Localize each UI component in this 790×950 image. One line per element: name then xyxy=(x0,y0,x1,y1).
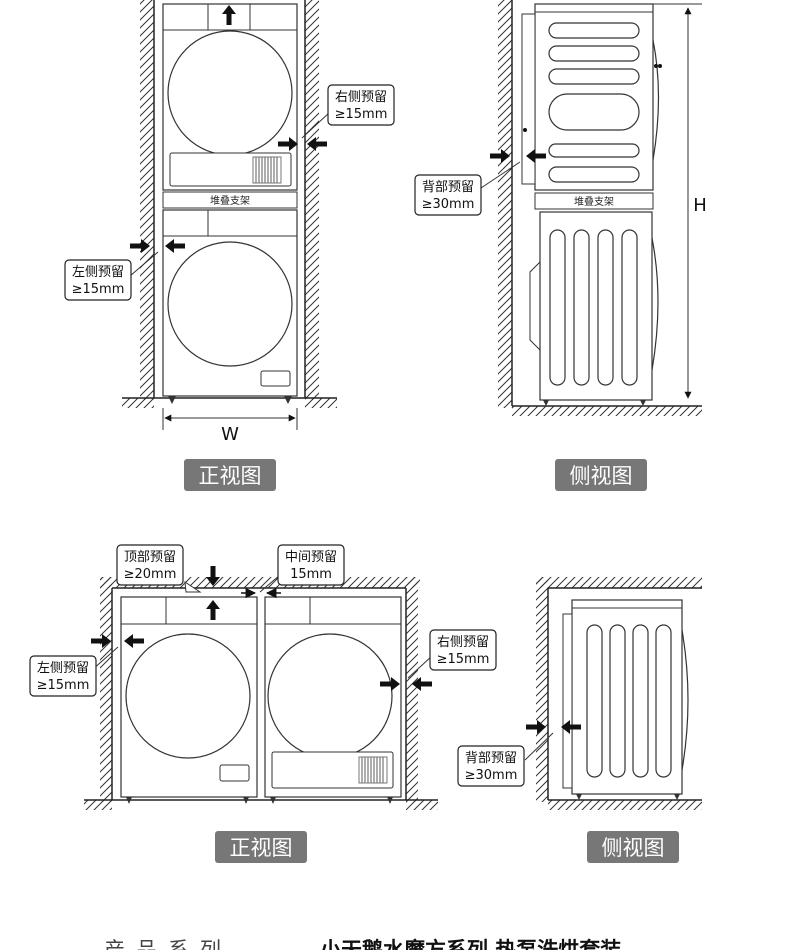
left-clearance-label: 左侧预留 xyxy=(37,661,89,676)
middle-clearance-callout xyxy=(277,544,345,586)
view-label: 正视图 xyxy=(230,836,293,860)
top-front-view: 堆叠支架 W 右侧预留 ≥15mm 左侧预留 ≥15mm 正视图 xyxy=(64,0,395,491)
door-circle xyxy=(167,241,293,367)
product-footer: 产品系列 小天鹅水魔方系列 热泵洗烘套装 xyxy=(0,928,790,950)
stack-bracket xyxy=(534,192,654,210)
left-clearance-callout xyxy=(29,655,97,697)
filter-cover xyxy=(219,764,250,782)
floor xyxy=(548,800,702,810)
back-clearance-callout xyxy=(457,745,525,787)
vent-icon xyxy=(358,756,388,784)
door-circle xyxy=(125,633,251,759)
height-label: H xyxy=(693,195,707,216)
view-label: 侧视图 xyxy=(602,836,665,860)
vent-icon xyxy=(252,156,282,184)
right-clearance-label: 右侧预留 xyxy=(335,90,387,105)
left-clearance-callout xyxy=(64,259,132,301)
top-side-view: 堆叠支架 H 背部预留 ≥30mm 侧视图 xyxy=(414,0,707,491)
right-clearance-label: 右侧预留 xyxy=(437,635,489,650)
back-clearance-label: 背部预留 xyxy=(422,180,474,195)
left-wall xyxy=(140,0,154,400)
back-clearance-callout xyxy=(414,174,482,216)
door-circle xyxy=(267,633,393,759)
product-series-label: 产品系列 xyxy=(104,938,232,950)
right-clearance-callout xyxy=(429,629,497,671)
right-clearance-value: ≥15mm xyxy=(335,107,388,122)
back-clearance-value: ≥30mm xyxy=(465,768,518,783)
back-clearance-value: ≥30mm xyxy=(422,197,475,212)
filter-cover xyxy=(260,370,291,387)
floor xyxy=(512,406,702,416)
view-label: 侧视图 xyxy=(570,464,633,488)
stack-bracket xyxy=(162,191,298,209)
top-clearance-label: 顶部预留 xyxy=(124,550,176,565)
product-series-value: 小天鹅水魔方系列 热泵洗烘套装 xyxy=(320,938,622,950)
ceiling xyxy=(100,577,420,588)
door-circle xyxy=(167,30,293,156)
floor xyxy=(84,800,112,810)
view-label-badge xyxy=(215,831,307,863)
back-wall xyxy=(536,577,548,802)
left-clearance-label: 左侧预留 xyxy=(72,265,124,280)
left-clearance-value: ≥15mm xyxy=(37,678,90,693)
view-label-badge xyxy=(184,459,276,491)
ceiling xyxy=(536,577,702,588)
right-clearance-value: ≥15mm xyxy=(437,652,490,667)
middle-clearance-label: 中间预留 xyxy=(285,550,337,565)
right-clearance-callout xyxy=(327,84,395,126)
view-label-badge xyxy=(555,459,647,491)
top-clearance-value: ≥20mm xyxy=(124,567,177,582)
right-wall xyxy=(305,0,319,400)
left-wall xyxy=(100,577,112,802)
left-clearance-value: ≥15mm xyxy=(72,282,125,297)
right-wall xyxy=(406,577,418,802)
bottom-side-view: 背部预留 ≥30mm 侧视图 xyxy=(457,577,702,863)
stack-bracket-label: 堆叠支架 xyxy=(574,196,614,208)
middle-clearance-value: 15mm xyxy=(290,567,332,582)
view-label: 正视图 xyxy=(199,464,262,488)
width-label: W xyxy=(221,424,239,445)
view-label-badge xyxy=(587,831,679,863)
back-clearance-label: 背部预留 xyxy=(465,751,517,766)
bottom-front-view: 顶部预留 ≥20mm 中间预留 15mm 左侧预留 ≥15mm 右侧预留 ≥15… xyxy=(29,544,497,863)
back-wall xyxy=(498,0,512,408)
top-clearance-callout xyxy=(116,544,184,586)
stack-bracket-label: 堆叠支架 xyxy=(210,195,250,207)
floor xyxy=(122,398,154,408)
